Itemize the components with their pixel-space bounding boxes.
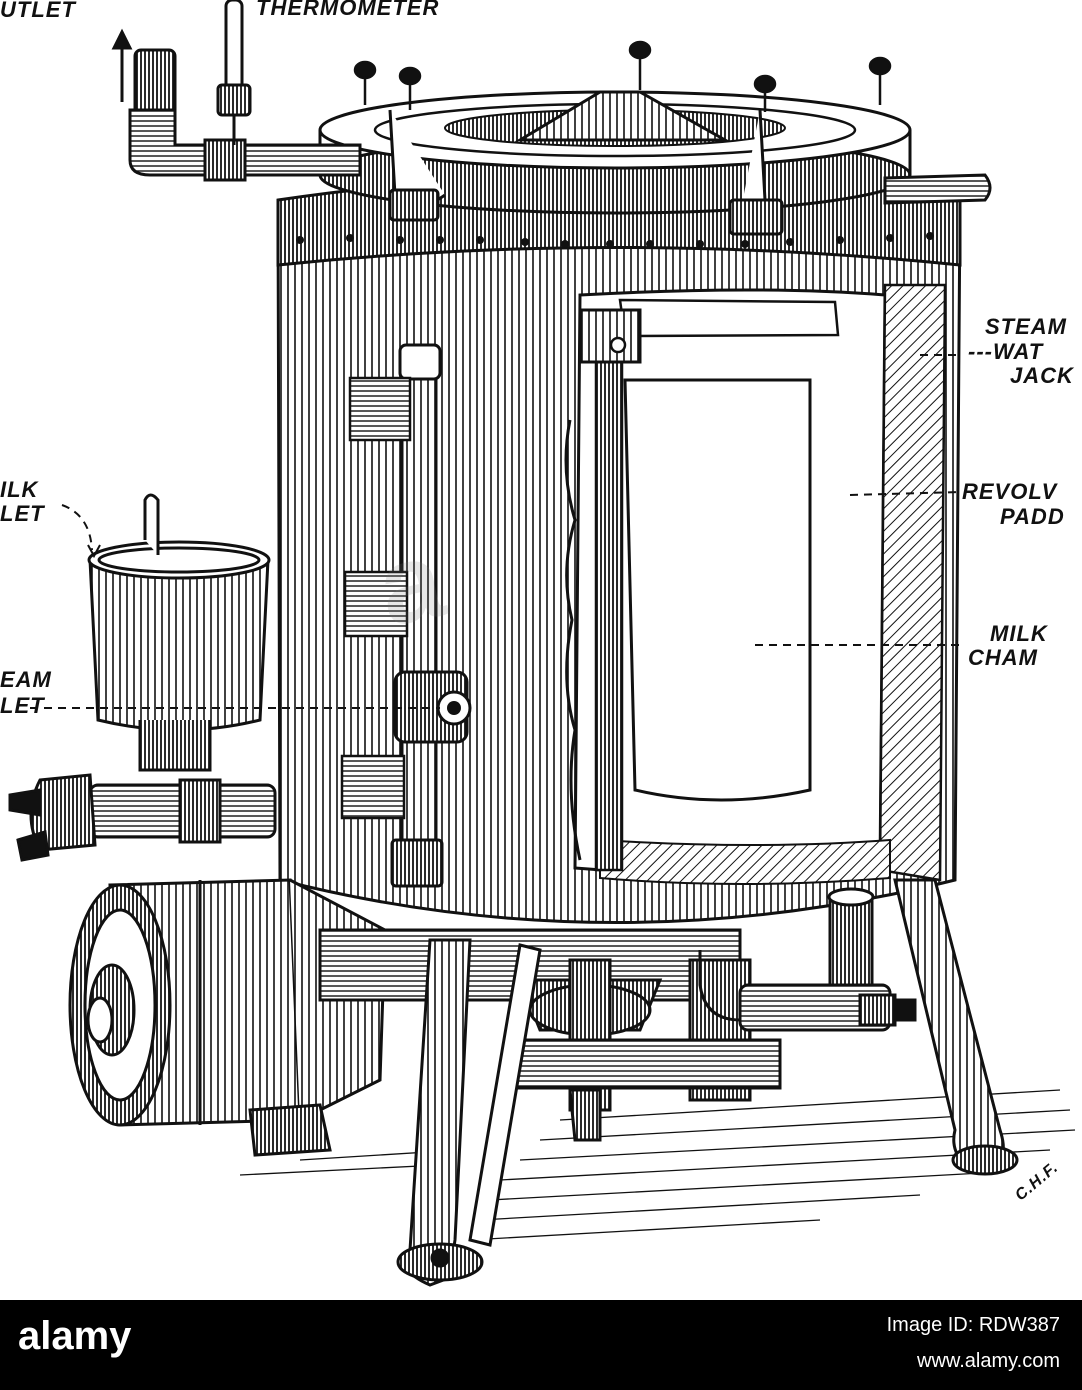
milk-chamber-interior bbox=[623, 378, 812, 802]
lid-clamps bbox=[388, 109, 784, 236]
outlet-arrow bbox=[111, 28, 133, 102]
gearbox bbox=[318, 928, 782, 1112]
jacket-bottom bbox=[599, 838, 891, 885]
steam-inlet-pipe bbox=[8, 773, 277, 862]
image-id-text: Image ID: RDW387 bbox=[886, 1314, 1060, 1336]
label-milk-chamber-1: MILK bbox=[990, 621, 1048, 646]
footer-bar: alamy Image ID: RDW387 www.alamy.com bbox=[0, 1300, 1082, 1390]
jacket-wall bbox=[878, 283, 947, 882]
label-steam-water-jacket-1: STEAM bbox=[985, 314, 1067, 339]
milk-outlet-valve bbox=[698, 887, 917, 1032]
label-milk-inlet-2: LET bbox=[0, 501, 45, 526]
label-steam-inlet-2: LET bbox=[0, 693, 45, 718]
pasteurizer-drawing bbox=[8, 0, 1076, 1287]
label-steam-inlet-1: EAM bbox=[0, 667, 52, 692]
drive-pulleys bbox=[68, 878, 387, 1127]
leader-lines bbox=[30, 354, 962, 709]
right-pipe bbox=[883, 173, 992, 205]
label-revolving-paddle-2: PADD bbox=[1000, 504, 1065, 529]
label-steam-water-jacket-2: ---WAT bbox=[968, 339, 1044, 364]
label-outlet: UTLET bbox=[0, 0, 76, 22]
label-milk-chamber-2: CHAM bbox=[968, 645, 1038, 670]
label-steam-water-jacket-3: JACK bbox=[1010, 363, 1074, 388]
label-revolving-paddle-1: REVOLV bbox=[962, 479, 1058, 504]
rim-rivets bbox=[296, 232, 934, 248]
floor-shadow bbox=[239, 1089, 1076, 1241]
legs bbox=[248, 878, 1019, 1287]
paddle-shaft bbox=[594, 328, 624, 872]
outlet-pipe bbox=[128, 48, 362, 182]
paddle-blade bbox=[564, 419, 582, 861]
louvers bbox=[340, 376, 412, 820]
brand-logo[interactable]: alamy bbox=[18, 1314, 132, 1358]
label-milk-inlet-1: ILK bbox=[0, 477, 39, 502]
label-thermometer: THERMOMETER bbox=[256, 0, 440, 20]
milk-inlet-cup bbox=[87, 493, 271, 772]
diagram-figure: UTLET THERMOMETER STEAM ---WAT JACK REVO… bbox=[0, 0, 1076, 1287]
site-url[interactable]: www.alamy.com bbox=[917, 1350, 1060, 1372]
wing-nuts bbox=[353, 40, 892, 112]
thermometer bbox=[216, 0, 252, 145]
paddle-bracket bbox=[578, 308, 642, 364]
